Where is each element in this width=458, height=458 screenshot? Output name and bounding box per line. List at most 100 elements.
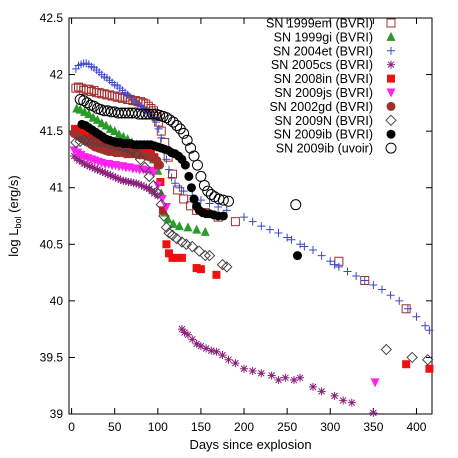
data-point (257, 222, 266, 231)
data-point (267, 371, 276, 380)
data-point (172, 253, 181, 262)
data-point (309, 245, 318, 254)
data-point (152, 187, 164, 200)
data-point (330, 391, 339, 400)
y-axis-title-main: log L (6, 228, 21, 256)
series-3 (70, 152, 378, 417)
data-point (148, 169, 158, 179)
data-point (292, 251, 302, 261)
data-point (134, 153, 147, 166)
legend-label: SN 2009ib (BVRI) (274, 128, 373, 142)
data-point (93, 165, 102, 174)
data-point (101, 169, 110, 178)
data-point (287, 235, 296, 244)
data-point (87, 135, 99, 148)
data-point (163, 227, 175, 239)
data-point (142, 183, 151, 192)
data-point (421, 353, 434, 366)
x-tick-label: 250 (277, 420, 297, 434)
data-point (326, 257, 335, 266)
data-point (180, 238, 192, 250)
data-point (121, 176, 130, 185)
data-point (147, 179, 160, 192)
data-point (198, 179, 210, 191)
y-axis-title: log Lbol (erg/s) (6, 175, 23, 256)
data-point (217, 194, 229, 206)
y-tick-label: 41.5 (40, 124, 64, 138)
data-point (167, 173, 176, 182)
data-point (406, 351, 418, 364)
data-point (179, 187, 188, 196)
data-point (189, 194, 199, 204)
data-point (171, 119, 183, 131)
data-point (386, 291, 395, 300)
data-point (395, 296, 404, 305)
data-point (421, 321, 430, 330)
data-point (240, 364, 249, 373)
data-point (195, 170, 207, 182)
data-point (296, 373, 305, 382)
data-point (380, 343, 393, 356)
data-point (296, 240, 305, 249)
data-point (192, 264, 201, 273)
legend-label: SN 1999gi (BVRI) (274, 30, 373, 44)
data-point (186, 240, 199, 253)
y-tick-label: 39 (50, 407, 64, 421)
data-point (160, 112, 172, 124)
data-point (83, 161, 92, 170)
data-point (191, 159, 203, 171)
data-point (108, 172, 117, 181)
data-point (360, 276, 369, 285)
legend-label: SN 2009N (BVRI) (274, 114, 373, 128)
data-point (343, 267, 352, 276)
data-point (137, 181, 146, 190)
data-point (281, 373, 290, 382)
legend-marker (385, 114, 397, 127)
data-point (202, 344, 211, 353)
data-point (158, 206, 167, 215)
data-point (168, 253, 177, 262)
data-point (403, 304, 412, 313)
legend-marker (387, 60, 395, 69)
data-point (192, 339, 201, 348)
data-point (290, 199, 302, 211)
data-point (207, 346, 216, 355)
data-point (85, 162, 94, 171)
data-point (168, 218, 178, 228)
data-point (218, 351, 227, 360)
data-point (76, 150, 86, 160)
data-point (175, 183, 184, 192)
data-point (377, 285, 386, 294)
data-point (183, 222, 193, 232)
legend-label: SN 2002gd (BVRI) (269, 100, 373, 114)
data-point (177, 253, 186, 262)
legend-label: SN 2009ib (uvoir) (276, 142, 373, 156)
data-point (283, 233, 292, 242)
data-point (73, 148, 83, 158)
data-point (163, 214, 173, 224)
data-point (132, 179, 141, 188)
y-tick-label: 39.5 (40, 350, 64, 364)
data-point (139, 161, 151, 174)
data-point (84, 109, 94, 119)
data-point (143, 170, 155, 183)
data-point (347, 398, 356, 407)
legend-marker (386, 18, 396, 28)
data-point (160, 221, 173, 234)
data-point (80, 159, 89, 168)
data-point (402, 360, 411, 369)
y-axis-title-unit: (erg/s) (6, 175, 21, 216)
x-tick-label: 150 (191, 420, 211, 434)
data-point (205, 199, 214, 208)
data-point (231, 359, 240, 368)
data-point (165, 249, 174, 258)
data-point (177, 325, 186, 334)
x-tick-label: 0 (68, 420, 75, 434)
data-point (203, 249, 216, 262)
data-point (369, 408, 378, 417)
data-point (134, 180, 143, 189)
x-tick-label: 200 (234, 420, 254, 434)
legend-label: SN 2008in (BVRI) (274, 72, 373, 86)
data-point (202, 185, 214, 197)
legend: SN 1999em (BVRI)SN 1999gi (BVRI)SN 2004e… (266, 17, 397, 156)
